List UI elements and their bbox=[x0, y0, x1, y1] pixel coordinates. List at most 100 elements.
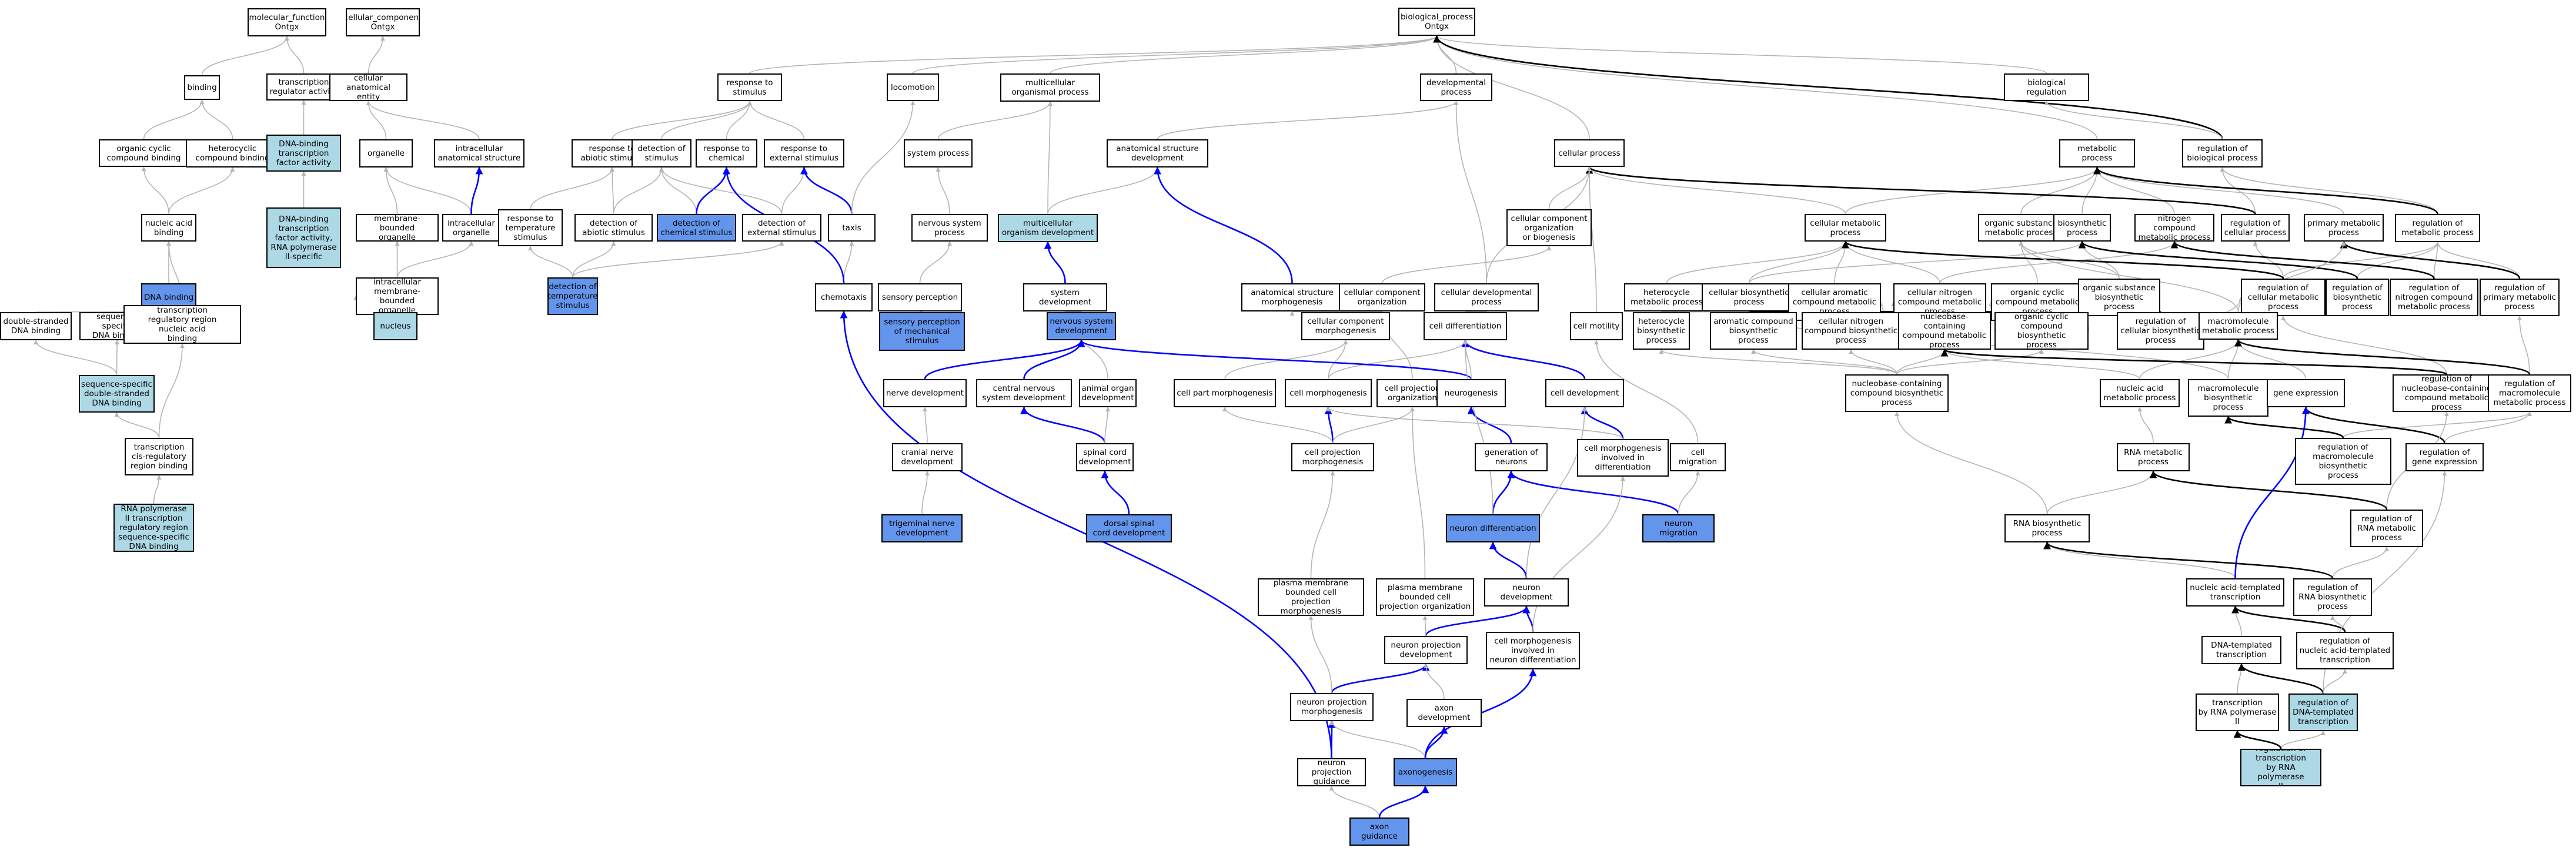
go-term-anatomical-structure-development[interactable]: anatomical structure development bbox=[1107, 139, 1208, 167]
go-term-cellular-anatomical-entity[interactable]: cellular anatomical entity bbox=[329, 73, 407, 101]
go-term-cellular-component-organization[interactable]: cellular component organization bbox=[1339, 283, 1425, 311]
go-term-primary-metabolic-process[interactable]: primary metabolic process bbox=[2304, 214, 2384, 242]
go-term-intracellular-anatomical-structure[interactable]: intracellular anatomical structure bbox=[434, 139, 524, 167]
go-term-nucleic-acid-metabolic-process[interactable]: nucleic acid metabolic process bbox=[2100, 379, 2180, 407]
go-term-cell-morphogenesis-involved-in-differentiation[interactable]: cell morphogenesis involved in different… bbox=[1577, 439, 1669, 477]
go-term-regulation-of-macromolecule-biosynthetic-process[interactable]: regulation of macromolecule biosynthetic… bbox=[2295, 438, 2391, 485]
go-term-cellular-component-organization-or-biogenesis[interactable]: cellular component organization or bioge… bbox=[1506, 209, 1592, 246]
go-term-gene-expression[interactable]: gene expression bbox=[2267, 379, 2345, 407]
go-term-anatomical-structure-morphogenesis[interactable]: anatomical structure morphogenesis bbox=[1241, 283, 1343, 311]
go-term-response-to-temperature-stimulus[interactable]: response to temperature stimulus bbox=[498, 209, 563, 246]
go-term-central-nervous-system-development[interactable]: central nervous system development bbox=[976, 379, 1072, 407]
go-term-macromolecule-biosynthetic-process[interactable]: macromolecule biosynthetic process bbox=[2188, 379, 2268, 417]
go-term-cellular-component[interactable]: cellular_component Ontgx bbox=[346, 8, 420, 36]
go-term-biosynthetic-process[interactable]: biosynthetic process bbox=[2053, 214, 2111, 242]
go-term-cell-development[interactable]: cell development bbox=[1545, 379, 1624, 407]
go-term-organelle[interactable]: organelle bbox=[359, 139, 413, 167]
go-term-transcription-cis-regulatory-region-binding[interactable]: transcription cis-regulatory region bind… bbox=[125, 438, 193, 475]
go-term-regulation-of-biosynthetic-process[interactable]: regulation of biosynthetic process bbox=[2326, 279, 2389, 316]
go-term-cranial-nerve-development[interactable]: cranial nerve development bbox=[892, 443, 963, 471]
go-term-membrane-bounded-organelle[interactable]: membrane-bounded organelle bbox=[356, 214, 439, 242]
go-term-regulation-of-dna-templated-transcription[interactable]: regulation of DNA-templated transcriptio… bbox=[2288, 693, 2358, 731]
go-term-cell-projection-organization[interactable]: cell projection organization bbox=[1376, 379, 1448, 407]
go-term-regulation-of-nucleic-acid-templated-transcription[interactable]: regulation of nucleic acid-templated tra… bbox=[2296, 632, 2394, 669]
go-term-transcription-by-rna-polymerase-ii[interactable]: transcription by RNA polymerase II bbox=[2196, 693, 2279, 731]
go-term-regulation-of-metabolic-process[interactable]: regulation of metabolic process bbox=[2395, 214, 2480, 242]
go-term-spinal-cord-development[interactable]: spinal cord development bbox=[1076, 443, 1134, 471]
go-term-regulation-of-cellular-biosynthetic-process[interactable]: regulation of cellular biosynthetic proc… bbox=[2117, 312, 2204, 350]
go-term-neuron-migration[interactable]: neuron migration bbox=[1642, 514, 1715, 542]
go-term-detection-of-abiotic-stimulus[interactable]: detection of abiotic stimulus bbox=[574, 214, 653, 242]
go-term-cellular-process[interactable]: cellular process bbox=[1554, 139, 1625, 167]
go-term-sensory-perception-of-mechanical-stimulus[interactable]: sensory perception of mechanical stimulu… bbox=[879, 312, 965, 351]
go-term-regulation-of-cellular-process[interactable]: regulation of cellular process bbox=[2221, 214, 2290, 242]
go-term-neurogenesis[interactable]: neurogenesis bbox=[1436, 379, 1506, 407]
go-term-regulation-of-nitrogen-compound-metabolic-process[interactable]: regulation of nitrogen compound metaboli… bbox=[2390, 279, 2478, 316]
go-term-heterocycle-biosynthetic-process[interactable]: heterocycle biosynthetic process bbox=[1633, 312, 1690, 350]
go-term-axon-guidance[interactable]: axon guidance bbox=[1349, 818, 1409, 846]
go-term-cell-motility[interactable]: cell motility bbox=[1570, 312, 1623, 340]
go-term-regulation-of-cellular-metabolic-process[interactable]: regulation of cellular metabolic process bbox=[2241, 279, 2326, 316]
go-term-neuron-differentiation[interactable]: neuron differentiation bbox=[1446, 514, 1540, 542]
go-term-molecular-function[interactable]: molecular_function Ontgx bbox=[248, 8, 326, 36]
go-term-sensory-perception[interactable]: sensory perception bbox=[878, 283, 962, 311]
go-term-axonogenesis[interactable]: axonogenesis bbox=[1394, 758, 1457, 786]
go-term-cell-morphogenesis-involved-in-neuron-differentiation[interactable]: cell morphogenesis involved in neuron di… bbox=[1486, 632, 1580, 669]
go-term-generation-of-neurons[interactable]: generation of neurons bbox=[1475, 443, 1548, 471]
go-term-detection-of-stimulus[interactable]: detection of stimulus bbox=[632, 139, 691, 167]
go-term-rna-pol2-tf-regulatory-region-binding[interactable]: RNA polymerase II transcription regulato… bbox=[113, 504, 194, 552]
go-term-organic-substance-biosynthetic-process[interactable]: organic substance biosynthetic process bbox=[2078, 279, 2160, 316]
go-term-regulation-of-macromolecule-metabolic-process[interactable]: regulation of macromolecule metabolic pr… bbox=[2488, 374, 2571, 412]
go-term-neuron-projection-development[interactable]: neuron projection development bbox=[1384, 636, 1468, 664]
go-term-regulation-of-biological-process[interactable]: regulation of biological process bbox=[2182, 139, 2263, 167]
go-term-regulation-of-primary-metabolic-process[interactable]: regulation of primary metabolic process bbox=[2480, 279, 2560, 316]
go-term-locomotion[interactable]: locomotion bbox=[887, 73, 939, 101]
go-term-cellular-biosynthetic-process[interactable]: cellular biosynthetic process bbox=[1702, 283, 1796, 311]
go-term-detection-of-temperature-stimulus[interactable]: detection of temperature stimulus bbox=[547, 277, 598, 315]
go-term-nucleus[interactable]: nucleus bbox=[373, 312, 417, 340]
go-term-detection-of-chemical-stimulus[interactable]: detection of chemical stimulus bbox=[657, 214, 736, 242]
go-term-animal-organ-development[interactable]: animal organ development bbox=[1079, 379, 1137, 407]
go-term-nucleobase-containing-compound-metabolic-process[interactable]: nucleobase-containing compound metabolic… bbox=[1898, 312, 1991, 350]
go-term-regulation-of-nucleobase-containing-compound-metabolic-process[interactable]: regulation of nucleobase-containing comp… bbox=[2393, 374, 2501, 412]
go-term-aromatic-compound-biosynthetic-process[interactable]: aromatic compound biosynthetic process bbox=[1710, 312, 1797, 350]
go-term-system-development[interactable]: system development bbox=[1023, 283, 1107, 311]
go-term-multicellular-organism-development[interactable]: multicellular organism development bbox=[998, 214, 1098, 242]
go-term-binding[interactable]: binding bbox=[184, 75, 220, 100]
go-term-biological-process[interactable]: biological_process Ontgx bbox=[1398, 8, 1475, 36]
go-term-cellular-developmental-process[interactable]: cellular developmental process bbox=[1434, 283, 1539, 311]
go-term-cellular-nitrogen-compound-biosynthetic-process[interactable]: cellular nitrogen compound biosynthetic … bbox=[1802, 312, 1900, 350]
go-term-regulation-of-rna-biosynthetic-process[interactable]: regulation of RNA biosynthetic process bbox=[2293, 578, 2372, 616]
go-term-regulation-of-rna-metabolic-process[interactable]: regulation of RNA metabolic process bbox=[2350, 510, 2423, 547]
go-term-response-to-stimulus[interactable]: response to stimulus bbox=[717, 73, 782, 101]
go-term-nerve-development[interactable]: nerve development bbox=[883, 379, 967, 407]
go-term-intracellular-organelle[interactable]: intracellular organelle bbox=[442, 214, 500, 242]
go-term-transcription-regulator-activity[interactable]: transcription regulator activity bbox=[266, 73, 341, 100]
go-term-macromolecule-metabolic-process[interactable]: macromolecule metabolic process bbox=[2199, 312, 2278, 340]
go-term-nucleic-acid-templated-transcription[interactable]: nucleic acid-templated transcription bbox=[2186, 578, 2284, 607]
go-term-dna-binding-tf-activity-rnap2[interactable]: DNA-binding transcription factor activit… bbox=[266, 207, 341, 268]
go-term-neuron-projection-guidance[interactable]: neuron projection guidance bbox=[1297, 758, 1366, 786]
go-term-taxis[interactable]: taxis bbox=[828, 214, 876, 242]
go-term-organic-cyclic-compound-binding[interactable]: organic cyclic compound binding bbox=[99, 139, 189, 167]
go-term-trigeminal-nerve-development[interactable]: trigeminal nerve development bbox=[881, 514, 963, 542]
go-term-regulation-of-gene-expression[interactable]: regulation of gene expression bbox=[2405, 443, 2484, 471]
go-term-dorsal-spinal-cord-development[interactable]: dorsal spinal cord development bbox=[1086, 514, 1172, 542]
go-term-organic-substance-metabolic-process[interactable]: organic substance metabolic process bbox=[1978, 214, 2064, 242]
go-term-nucleic-acid-binding[interactable]: nucleic acid binding bbox=[141, 214, 196, 242]
go-term-rna-metabolic-process[interactable]: RNA metabolic process bbox=[2117, 443, 2190, 471]
go-term-plasma-membrane-bounded-cell-projection-organization[interactable]: plasma membrane bounded cell projection … bbox=[1376, 578, 1474, 616]
go-term-regulation-of-transcription-by-rna-polymerase-ii[interactable]: regulation of transcription by RNA polym… bbox=[2240, 749, 2321, 786]
go-term-nitrogen-compound-metabolic-process[interactable]: nitrogen compound metabolic process bbox=[2134, 214, 2214, 242]
go-term-rna-biosynthetic-process[interactable]: RNA biosynthetic process bbox=[2004, 514, 2090, 542]
go-term-transcription-regulatory-region-nucleic-acid-binding[interactable]: transcription regulatory region nucleic … bbox=[123, 305, 241, 344]
go-term-dna-templated-transcription[interactable]: DNA-templated transcription bbox=[2201, 636, 2281, 664]
go-term-biological-regulation[interactable]: biological regulation bbox=[2004, 73, 2089, 101]
go-term-organic-cyclic-compound-biosynthetic-process[interactable]: organic cyclic compound biosynthetic pro… bbox=[1994, 312, 2089, 350]
go-term-metabolic-process[interactable]: metabolic process bbox=[2059, 139, 2135, 167]
go-term-heterocyclic-compound-binding[interactable]: heterocyclic compound binding bbox=[186, 139, 279, 167]
go-term-response-to-chemical[interactable]: response to chemical bbox=[696, 139, 757, 167]
go-term-developmental-process[interactable]: developmental process bbox=[1420, 73, 1492, 101]
go-term-plasma-membrane-bounded-cell-projection-morphogenesis[interactable]: plasma membrane bounded cell projection … bbox=[1258, 578, 1364, 616]
go-term-double-stranded-dna-binding[interactable]: double-stranded DNA binding bbox=[0, 312, 72, 340]
